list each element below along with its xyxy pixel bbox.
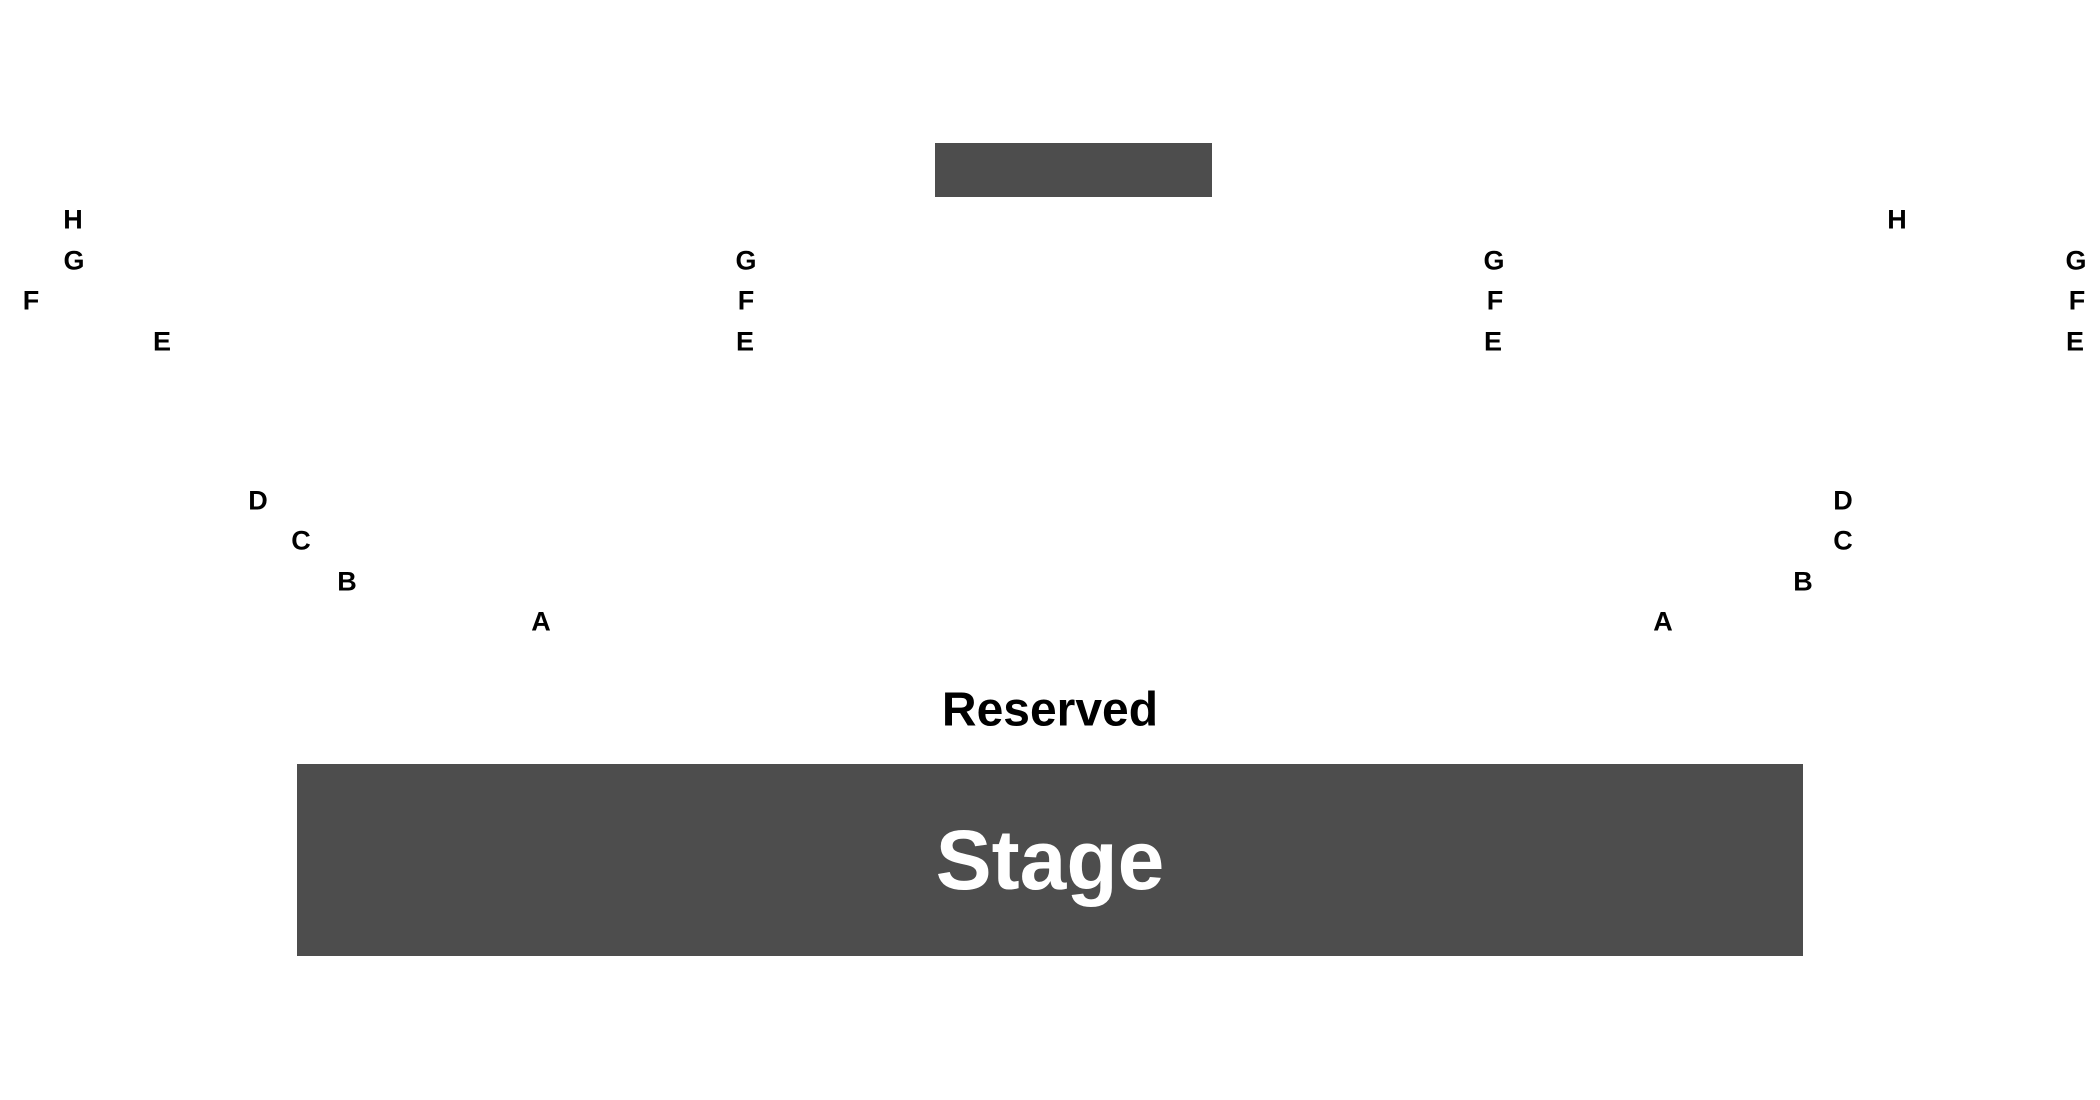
row-label-right-b: B <box>1793 566 1813 597</box>
row-label-center-left-e: E <box>735 326 755 357</box>
row-label-far-right-e: E <box>2065 326 2085 357</box>
row-label-right-d: D <box>1833 485 1853 516</box>
row-label-right-h: H <box>1887 204 1907 235</box>
stage: Stage <box>297 764 1803 956</box>
row-label-left-d: D <box>248 485 268 516</box>
row-label-left-c: C <box>291 525 311 556</box>
row-label-center-right-g: G <box>1483 245 1505 276</box>
row-label-far-right-f: F <box>2068 285 2086 316</box>
row-label-center-right-f: F <box>1486 285 1504 316</box>
row-label-left-e: E <box>152 326 172 357</box>
row-label-left-a: A <box>531 606 551 637</box>
row-label-left-g: G <box>63 245 85 276</box>
stage-label: Stage <box>935 813 1165 907</box>
row-label-left-b: B <box>337 566 357 597</box>
row-label-center-left-g: G <box>735 245 757 276</box>
reserved-label: Reserved <box>941 683 1159 737</box>
row-label-left-f: F <box>22 285 40 316</box>
row-label-center-left-f: F <box>737 285 755 316</box>
row-label-left-h: H <box>63 204 83 235</box>
control-booth <box>935 143 1212 197</box>
row-label-right-c: C <box>1833 525 1853 556</box>
row-label-far-right-g: G <box>2065 245 2087 276</box>
row-label-right-a: A <box>1653 606 1673 637</box>
row-label-center-right-e: E <box>1483 326 1503 357</box>
